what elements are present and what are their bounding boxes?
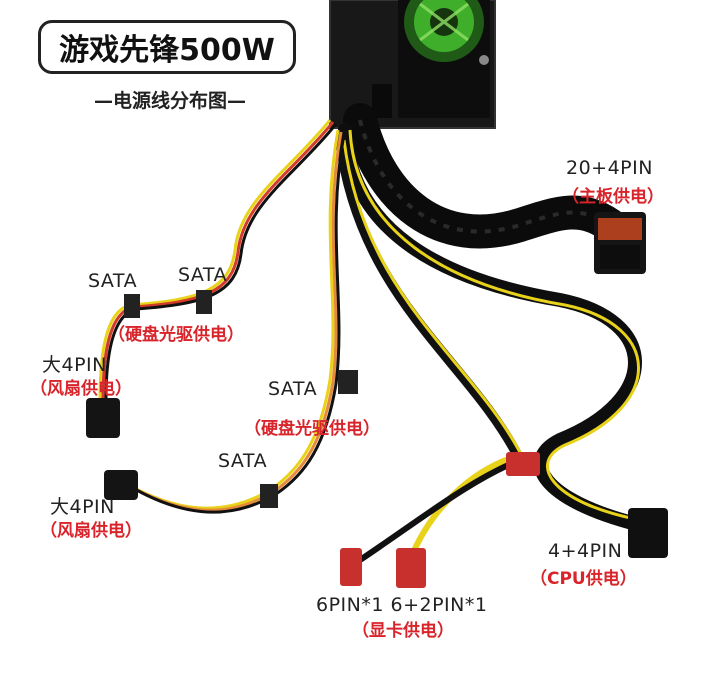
page-subtitle: —电源线分布图— — [93, 90, 246, 112]
page-title: 游戏先锋500W — [38, 20, 296, 74]
cable-gpu — [335, 135, 540, 588]
cable-20-4pin — [343, 103, 646, 274]
gpu-power-label: （显卡供电） — [352, 621, 454, 641]
hdd-power-label-2: （硬盘光驱供电） — [244, 419, 380, 439]
sata-label-1: SATA — [88, 270, 138, 292]
fan-power-label-1: （风扇供电） — [30, 379, 132, 399]
fan-power-label-2: （风扇供电） — [40, 521, 142, 541]
cable-sata-molex-middle — [104, 129, 358, 514]
psu-unit — [329, 0, 496, 129]
hdd-power-label-1: （硬盘光驱供电） — [108, 325, 244, 345]
sata-label-2: SATA — [178, 264, 228, 286]
sata-label-3: SATA — [268, 378, 318, 400]
mb-power-label: （主板供电） — [562, 187, 664, 207]
mb-pin-label: 20+4PIN — [566, 157, 653, 179]
gpu-pin-label: 6PIN*1 6+2PIN*1 — [316, 594, 488, 616]
cable-cpu-4-4pin — [338, 123, 668, 558]
big4pin-label-2: 大4PIN — [50, 496, 115, 518]
big4pin-label-1: 大4PIN — [42, 354, 107, 376]
cpu-power-label: （CPU供电） — [530, 569, 637, 589]
sata-label-4: SATA — [218, 450, 268, 472]
cable-sata-molex-left — [86, 119, 338, 438]
cpu-pin-label: 4+4PIN — [548, 540, 623, 562]
